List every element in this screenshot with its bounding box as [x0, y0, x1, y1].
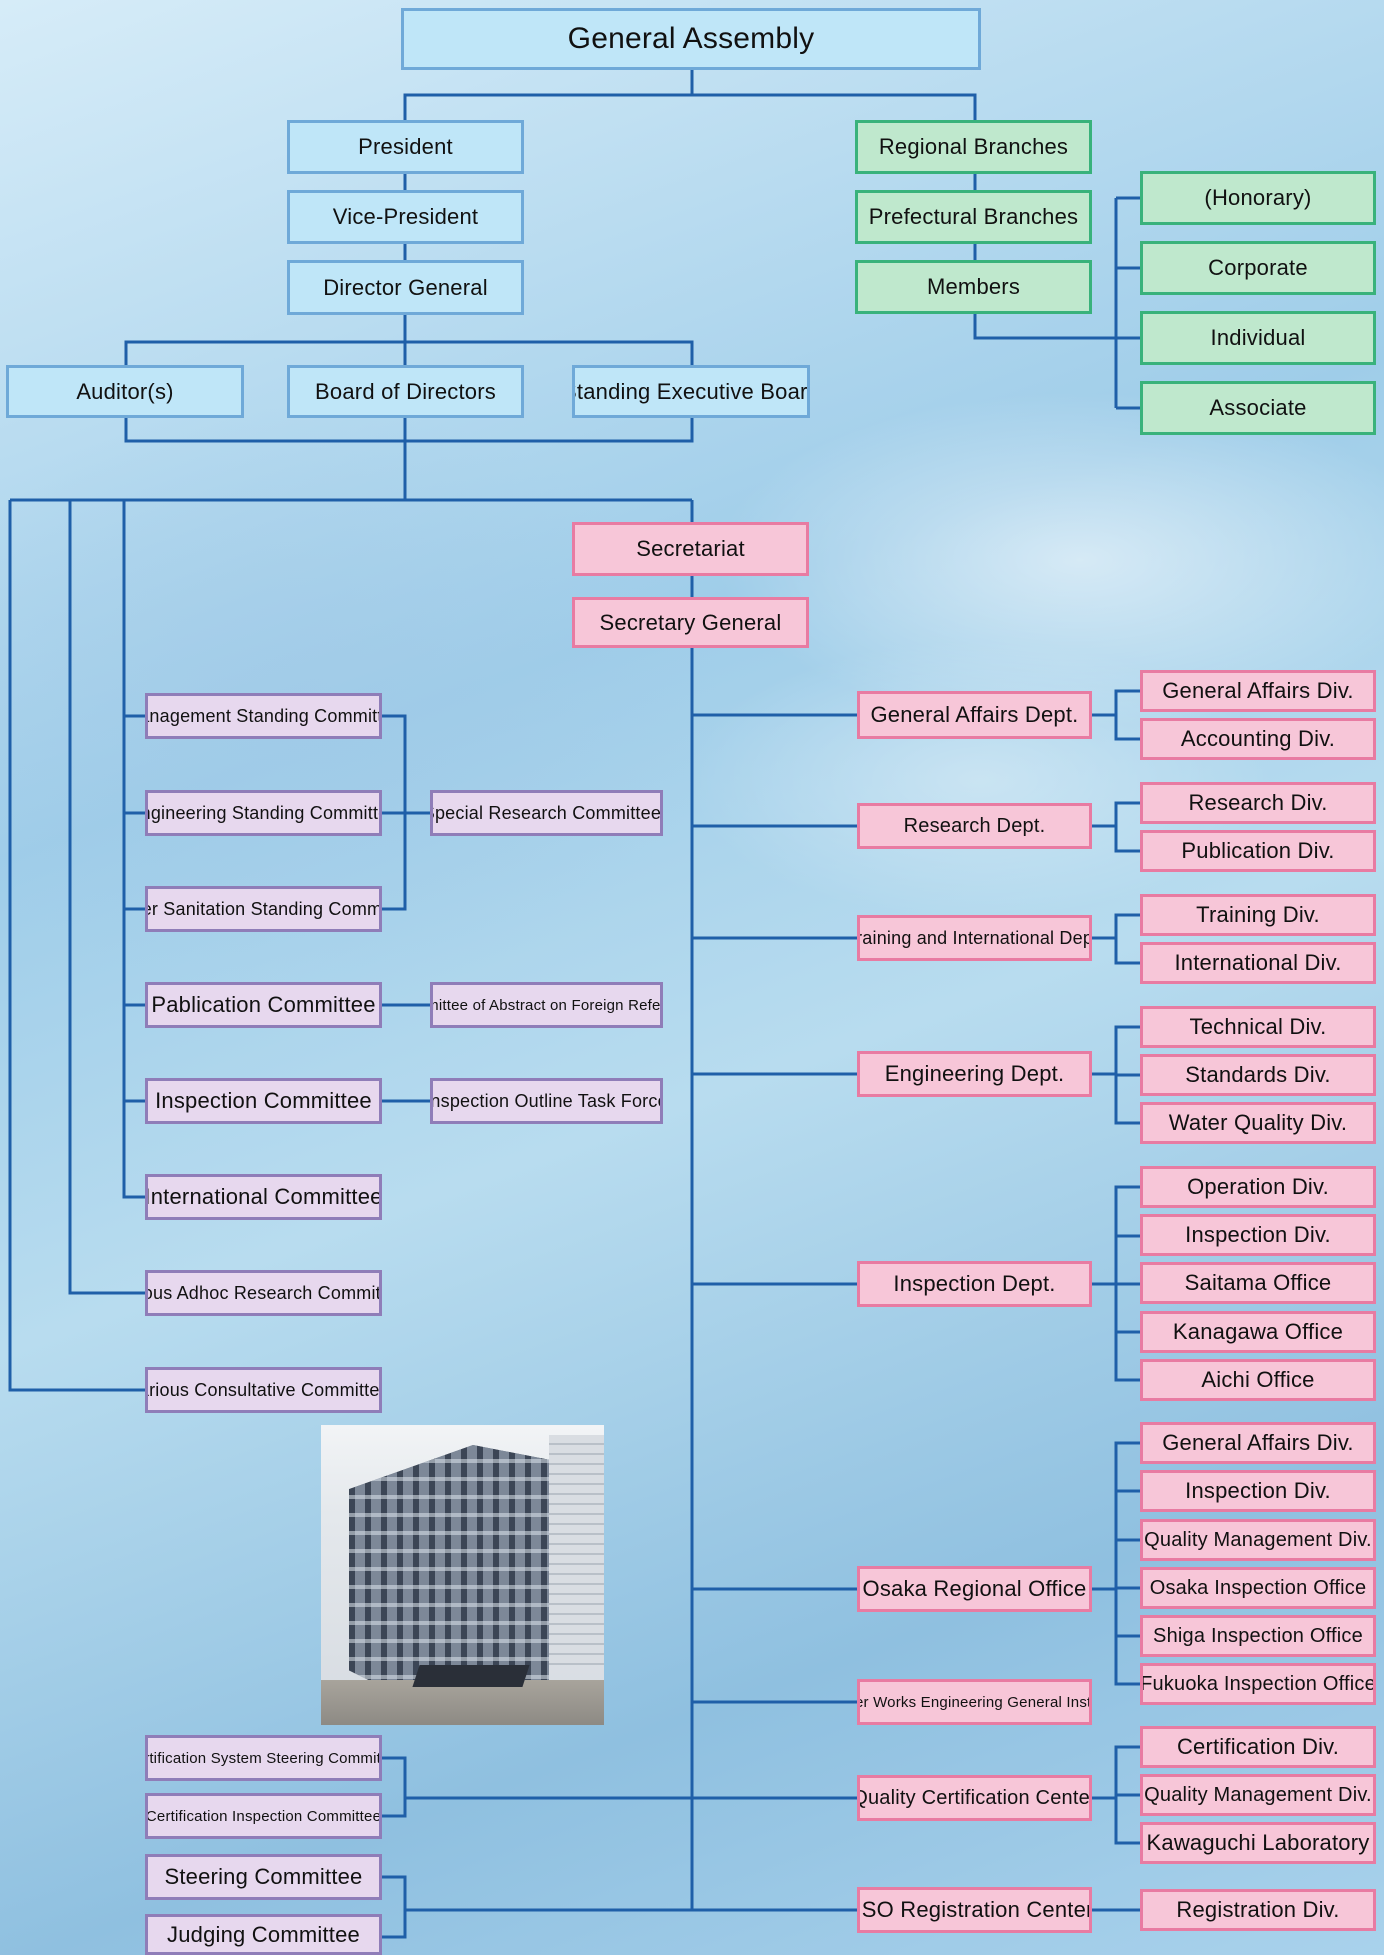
members-individual: Individual [1140, 311, 1376, 365]
div-osaka-inspection-office: Osaka Inspection Office [1140, 1567, 1376, 1609]
building-floor-stripes [349, 1445, 549, 1690]
building-ground-shape [321, 1680, 604, 1725]
dept-training-international: Training and International Dept. [857, 915, 1092, 961]
div-inspection: Inspection Div. [1140, 1214, 1376, 1256]
div-saitama-office: Saitama Office [1140, 1262, 1376, 1304]
div-research: Research Div. [1140, 782, 1376, 824]
dept-research: Research Dept. [857, 803, 1092, 849]
div-international: International Div. [1140, 942, 1376, 984]
building-entrance-shape [412, 1665, 530, 1687]
members-associate: Associate [1140, 381, 1376, 435]
committee-steering: Steering Committee [145, 1854, 382, 1900]
div-shiga-inspection-office: Shiga Inspection Office [1140, 1615, 1376, 1657]
div-qc-quality-management: Quality Management Div. [1140, 1774, 1376, 1816]
dept-inspection: Inspection Dept. [857, 1261, 1092, 1307]
committee-international: International Committee [145, 1174, 382, 1220]
dept-quality-certification: Quality Certification Center [857, 1775, 1092, 1821]
committee-certification-system-steering: Certification System Steering Committee [145, 1735, 382, 1781]
committee-engineering-standing: Engineering Standing Committee [145, 790, 382, 836]
committee-various-consultative: Various Consultative Committees [145, 1367, 382, 1413]
committee-abstract-foreign-reference: Committee of Abstract on Foreign Referen… [430, 982, 663, 1028]
dept-engineering: Engineering Dept. [857, 1051, 1092, 1097]
div-accounting: Accounting Div. [1140, 718, 1376, 760]
div-osaka-inspection: Inspection Div. [1140, 1470, 1376, 1512]
div-kanagawa-office: Kanagawa Office [1140, 1311, 1376, 1353]
div-training: Training Div. [1140, 894, 1376, 936]
president: President [287, 120, 524, 174]
div-aichi-office: Aichi Office [1140, 1359, 1376, 1401]
committee-management-standing: Management Standing Committee [145, 693, 382, 739]
prefectural-branches: Prefectural Branches [855, 190, 1092, 244]
building-neighbor-shape [549, 1435, 604, 1665]
committee-various-adhoc: Various Adhoc Research Committees [145, 1270, 382, 1316]
committee-special-research: Special Research Committees [430, 790, 663, 836]
committee-inspection: Inspection Committee [145, 1078, 382, 1124]
director-general: Director General [287, 260, 524, 315]
div-technical: Technical Div. [1140, 1006, 1376, 1048]
dept-general-affairs: General Affairs Dept. [857, 691, 1092, 739]
secretariat: Secretariat [572, 522, 809, 576]
members: Members [855, 260, 1092, 314]
dept-osaka-regional-office: Osaka Regional Office [857, 1566, 1092, 1612]
auditors: Auditor(s) [6, 365, 244, 418]
div-osaka-general-affairs: General Affairs Div. [1140, 1422, 1376, 1464]
div-standards: Standards Div. [1140, 1054, 1376, 1096]
members-corporate: Corporate [1140, 241, 1376, 295]
board-of-directors: Board of Directors [287, 365, 524, 418]
dept-water-works-institute: Water Works Engineering General Institut… [857, 1679, 1092, 1725]
members-honorary: (Honorary) [1140, 171, 1376, 225]
div-fukuoka-inspection-office: Fukuoka Inspection Office [1140, 1663, 1376, 1705]
div-operation: Operation Div. [1140, 1166, 1376, 1208]
building-photo [321, 1425, 604, 1725]
committee-judging: Judging Committee [145, 1914, 382, 1955]
vice-president: Vice-President [287, 190, 524, 244]
inspection-outline-task-force: Inspection Outline Task Force [430, 1078, 663, 1124]
committee-certification-inspection: Certification Inspection Committee [145, 1793, 382, 1839]
general-assembly: General Assembly [401, 8, 981, 70]
div-kawaguchi-laboratory: Kawaguchi Laboratory [1140, 1822, 1376, 1864]
standing-executive-board: Standing Executive Board [572, 365, 810, 418]
secretary-general: Secretary General [572, 597, 809, 648]
div-water-quality: Water Quality Div. [1140, 1102, 1376, 1144]
div-general-affairs: General Affairs Div. [1140, 670, 1376, 712]
dept-iso-registration: ISO Registration Center [857, 1887, 1092, 1933]
div-certification: Certification Div. [1140, 1726, 1376, 1768]
div-publication: Publication Div. [1140, 830, 1376, 872]
div-registration: Registration Div. [1140, 1889, 1376, 1931]
div-osaka-quality-management: Quality Management Div. [1140, 1519, 1376, 1561]
regional-branches: Regional Branches [855, 120, 1092, 174]
committee-water-sanitation-standing: Water Sanitation Standing Committee [145, 886, 382, 932]
committee-pablication: Pablication Committee [145, 982, 382, 1028]
